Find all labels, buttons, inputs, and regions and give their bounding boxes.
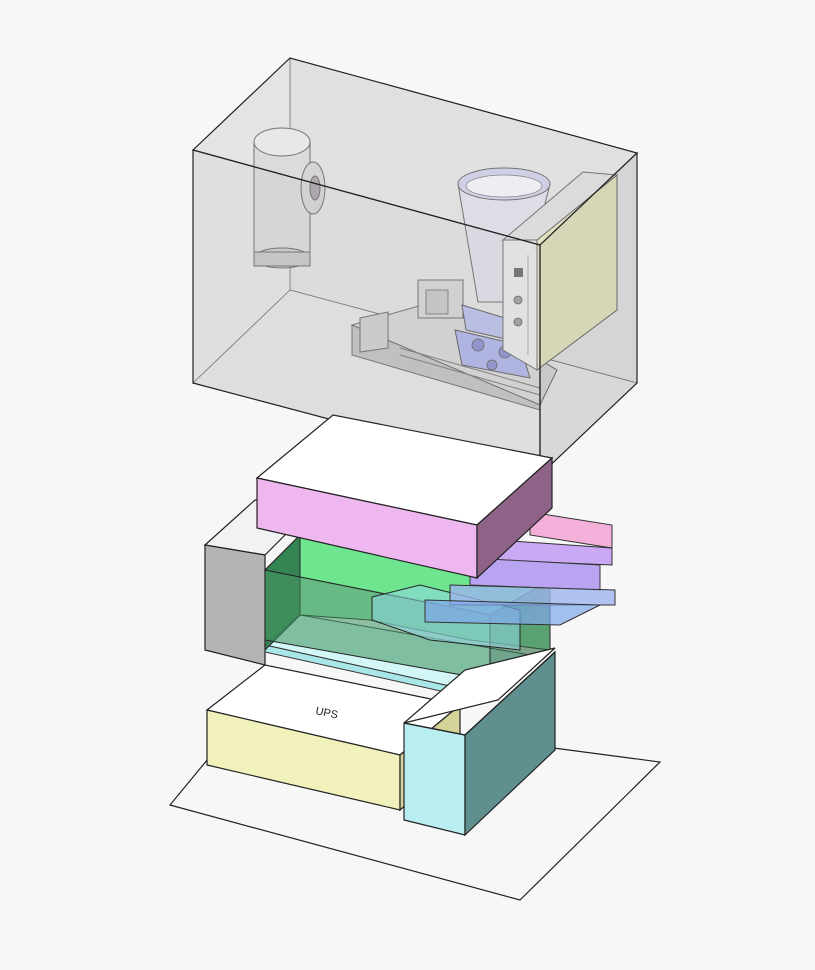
enclosure-right-face <box>539 151 638 477</box>
panel-connector-icon <box>514 268 523 277</box>
ups-label: UPS <box>314 705 339 721</box>
cyan-tower-top <box>403 647 556 724</box>
purple-stack <box>424 511 616 626</box>
cyan-tower-front <box>403 722 466 836</box>
grey-block-front <box>204 544 266 666</box>
top-enclosure <box>191 57 639 477</box>
linear-stage <box>350 279 558 411</box>
blue-mount-parts <box>454 304 531 379</box>
vacuum-cylinder <box>253 127 326 269</box>
electronics-module <box>501 171 619 371</box>
pink-block-side <box>476 456 553 580</box>
bottom-layer: UPS <box>205 647 556 837</box>
